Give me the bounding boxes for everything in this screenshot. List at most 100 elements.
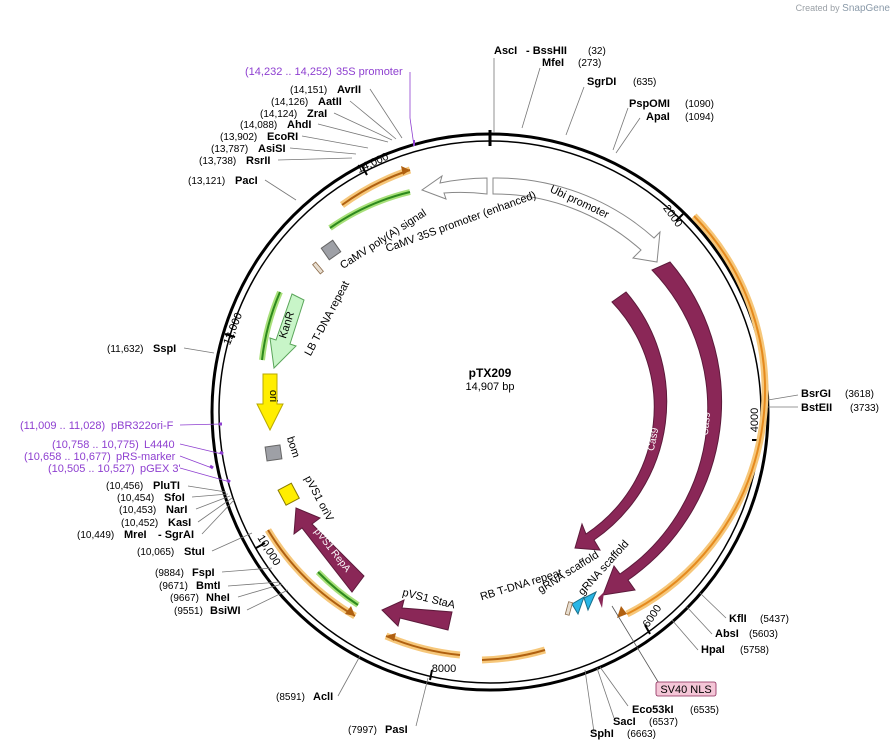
- leader-avrii: [369, 88, 403, 139]
- site-bmti-pos: (9671): [159, 581, 188, 592]
- site-nhei-pos: (9667): [170, 593, 199, 604]
- outer-features: [259, 166, 769, 664]
- site-bsrgi-name: BsrGI: [801, 388, 831, 400]
- snapgene-brand: SnapGene: [842, 3, 890, 14]
- orange-arrowhead-14000: [401, 166, 410, 175]
- tick-label-14000: 14,000: [355, 151, 391, 176]
- leader-mrei: [201, 499, 235, 535]
- camv-35s-arrow: [420, 174, 488, 200]
- leader-ecori: [301, 135, 369, 149]
- leader-nhei: [237, 583, 283, 598]
- leader-pasi: [415, 677, 429, 727]
- site-bsiwi-pos: (9551): [174, 606, 203, 617]
- green-feature-14000-core: [329, 191, 411, 229]
- pvs1-repa-arrow: [293, 507, 365, 593]
- site-pasi-pos: (7997): [348, 725, 377, 736]
- site-mfeI-name: MfeI: [542, 57, 564, 69]
- site-asisi-pos: (13,787): [211, 144, 248, 155]
- cas9-inner-label: Cas9: [646, 426, 662, 452]
- site-aatii-pos: (14,126): [271, 97, 308, 108]
- orange-arrowhead-8000: [386, 633, 396, 641]
- site-pluti-name: PluTI: [153, 480, 180, 492]
- kanr-arrow: [269, 293, 305, 370]
- leader-absi: [685, 605, 713, 635]
- ubi-promoter-arrow: [492, 177, 661, 263]
- leader-mfeI: [521, 67, 541, 129]
- leader-stui: [211, 532, 253, 552]
- bom-box: [264, 444, 283, 462]
- site-mrei-extra: - SgrAI: [158, 529, 194, 541]
- leader-bsiwi: [246, 589, 289, 611]
- primer-leader-l4440: [179, 443, 223, 455]
- cas9-outer-orange-core: [626, 215, 766, 615]
- primer-l4440-name: L4440: [144, 439, 175, 451]
- cas9-features: Cas9 Cas9: [574, 261, 723, 596]
- site-rsrii-name: RsrII: [246, 155, 270, 167]
- ori-arrow: [256, 373, 284, 432]
- site-bsteii-name: BstEII: [801, 402, 832, 414]
- cas9-outer-arrow: [602, 261, 723, 596]
- leader-acli: [337, 655, 361, 697]
- site-hpai-pos: (5758): [740, 645, 769, 656]
- site-kasi-pos: (10,452): [121, 518, 158, 529]
- camv-polya-box: [320, 239, 342, 261]
- site-ascI-name: AscI: [494, 45, 517, 57]
- site-apai-pos: (1094): [685, 112, 714, 123]
- leader-eco53ki: [599, 666, 629, 707]
- leader-apai: [615, 117, 641, 154]
- site-pasi-name: PasI: [385, 724, 408, 736]
- leader-aatii: [349, 100, 397, 140]
- primer-35s-name: 35S promoter: [336, 66, 403, 78]
- primer-pbr322-pos: (11,009 .. 11,028): [20, 420, 105, 432]
- tick-6000: [644, 624, 651, 635]
- pvs1-repa-label: pVS1 RepA: [312, 526, 353, 574]
- leader-kfli: [699, 592, 727, 619]
- primer-arrow-l4440: [219, 450, 224, 456]
- plasmid-name: pTX209: [468, 366, 512, 380]
- ori-label: ori: [267, 390, 279, 402]
- orange-feature-6000-core: [481, 649, 546, 661]
- site-sphi-name: SphI: [590, 728, 614, 740]
- site-bmti-name: BmtI: [196, 580, 220, 592]
- site-leaders: [183, 58, 799, 733]
- site-ascI-extra: - BssHII: [526, 45, 567, 57]
- site-nhei-name: NheI: [206, 592, 230, 604]
- leader-asisi: [289, 147, 357, 155]
- pvs1-features: pVS1 RepA pVS1 StaA: [293, 507, 457, 631]
- site-kfli-name: KflI: [729, 613, 747, 625]
- site-saci-name: SacI: [613, 716, 636, 728]
- site-kasi-name: KasI: [168, 517, 191, 529]
- site-sgrdi-name: SgrDI: [587, 76, 616, 88]
- sv40-nls-box: [655, 681, 717, 697]
- tick-marks: 2000 4000 6000 8000 10,000 12,000 14,000: [221, 151, 763, 681]
- primer-pgex-name: pGEX 3': [140, 463, 181, 475]
- plasmid-length: 14,907 bp: [465, 381, 515, 393]
- site-aatii-name: AatII: [318, 96, 342, 108]
- tick-2000: [675, 213, 684, 222]
- primer-leader-pbr322: [179, 423, 223, 426]
- site-mrei-name: MreI: [124, 529, 147, 541]
- sv40-nls-label: SV40 NLS: [660, 684, 711, 696]
- lb-repeat-box: [312, 261, 324, 275]
- bom-label: bom: [284, 435, 302, 459]
- pvs1-staa-label: pVS1 StaA: [401, 587, 457, 612]
- leader-fspi: [221, 567, 273, 573]
- site-eco53ki-name: Eco53kI: [632, 704, 674, 716]
- orange-arrowhead-10000: [345, 606, 355, 616]
- leader-ahdi: [317, 123, 389, 143]
- leader-sphi: [584, 669, 595, 733]
- site-ascI-pos: (32): [588, 46, 606, 57]
- leader-bsrgi: [767, 394, 799, 401]
- leader-zrai: [333, 112, 393, 141]
- grna-small-arrow: [598, 592, 604, 608]
- orange-feature-10000-core: [267, 529, 356, 617]
- snapgene-credit: Created by SnapGene: [796, 3, 890, 14]
- site-sgrdi-pos: (635): [633, 77, 656, 88]
- primer-prs-name: pRS-marker: [116, 451, 176, 463]
- site-acli-name: AclI: [313, 691, 333, 703]
- primer-pbr322-name: pBR322ori-F: [111, 420, 174, 432]
- site-stui-name: StuI: [184, 546, 205, 558]
- site-sphi-pos: (6663): [627, 729, 656, 740]
- leader-rsrii: [277, 157, 353, 161]
- site-kfli-pos: (5437): [760, 614, 789, 625]
